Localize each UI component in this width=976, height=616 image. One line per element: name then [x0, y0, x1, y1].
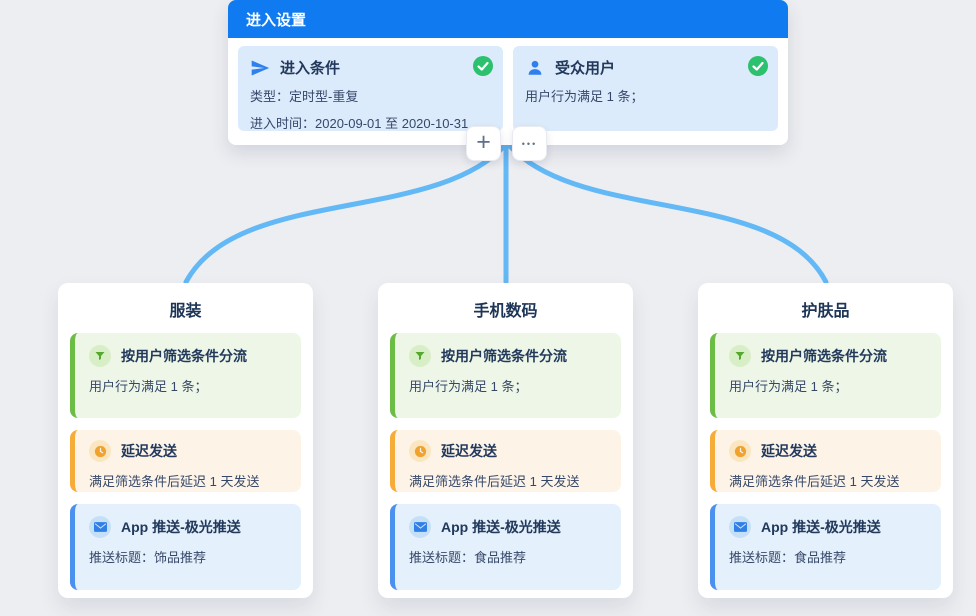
step-title: App 推送-极光推送 [121, 519, 241, 535]
step-app-push[interactable]: App 推送-极光推送 推送标题：食品推荐 [390, 504, 621, 590]
branch-card-skincare[interactable]: 护肤品 按用户筛选条件分流 用户行为满足 1 条； 延迟发送 满 [698, 283, 953, 598]
entry-settings-body: 进入条件 类型：定时型-重复 进入时间：2020-09-01 至 2020-10… [228, 38, 788, 139]
edge-left [183, 141, 509, 285]
add-node-button[interactable]: + [466, 126, 501, 161]
step-filter-split[interactable]: 按用户筛选条件分流 用户行为满足 1 条； [70, 333, 301, 418]
user-icon [525, 58, 545, 78]
step-filter-split[interactable]: 按用户筛选条件分流 用户行为满足 1 条； [390, 333, 621, 418]
step-filter-split[interactable]: 按用户筛选条件分流 用户行为满足 1 条； [710, 333, 941, 418]
step-desc: 满足筛选条件后延迟 1 天发送 [729, 474, 900, 489]
step-title: 延迟发送 [441, 443, 497, 459]
branch-steps: 按用户筛选条件分流 用户行为满足 1 条； 延迟发送 满足筛选条件后延迟 1 天… [710, 333, 941, 590]
branch-title: 手机数码 [473, 303, 538, 320]
edge-right [505, 141, 829, 285]
step-title: 按用户筛选条件分流 [441, 348, 567, 364]
audience-rule: 用户行为满足 1 条； [525, 89, 644, 104]
audience-card[interactable]: 受众用户 用户行为满足 1 条； [513, 46, 778, 131]
node-buttons: + ••• [466, 126, 547, 161]
funnel-icon [409, 345, 431, 367]
entry-condition-type: 类型：定时型-重复 [250, 89, 359, 104]
step-title: 延迟发送 [121, 443, 177, 459]
branch-card-digital[interactable]: 手机数码 按用户筛选条件分流 用户行为满足 1 条； 延迟发送 [378, 283, 633, 598]
step-desc: 推送标题：食品推荐 [729, 550, 847, 565]
step-desc: 满足筛选条件后延迟 1 天发送 [409, 474, 580, 489]
entry-settings-header: 进入设置 [228, 0, 788, 38]
clock-icon [729, 440, 751, 462]
step-desc: 用户行为满足 1 条； [409, 379, 528, 394]
branch-title: 服装 [169, 303, 202, 320]
branch-card-clothing[interactable]: 服装 按用户筛选条件分流 用户行为满足 1 条； 延迟发送 满足 [58, 283, 313, 598]
entry-settings-panel: 进入设置 进入条件 类型：定时型-重复 进入时间：2020-09-01 至 20… [228, 0, 788, 145]
entry-condition-head: 进入条件 [250, 57, 491, 78]
entry-settings-title: 进入设置 [246, 11, 307, 29]
step-desc: 推送标题：饰品推荐 [89, 550, 207, 565]
step-title: App 推送-极光推送 [441, 519, 561, 535]
entry-condition-card[interactable]: 进入条件 类型：定时型-重复 进入时间：2020-09-01 至 2020-10… [238, 46, 503, 131]
paper-plane-icon [250, 58, 270, 78]
step-title: 延迟发送 [761, 443, 817, 459]
entry-condition-time: 进入时间：2020-09-01 至 2020-10-31 [250, 116, 469, 131]
mail-icon [409, 516, 431, 538]
step-delay-send[interactable]: 延迟发送 满足筛选条件后延迟 1 天发送 [390, 430, 621, 492]
step-app-push[interactable]: App 推送-极光推送 推送标题：饰品推荐 [70, 504, 301, 590]
step-title: 按用户筛选条件分流 [761, 348, 887, 364]
branch-steps: 按用户筛选条件分流 用户行为满足 1 条； 延迟发送 满足筛选条件后延迟 1 天… [70, 333, 301, 590]
more-options-button[interactable]: ••• [512, 126, 547, 161]
step-desc: 推送标题：食品推荐 [409, 550, 527, 565]
check-circle-icon [748, 56, 768, 76]
clock-icon [89, 440, 111, 462]
audience-head: 受众用户 [525, 57, 766, 78]
funnel-icon [89, 345, 111, 367]
mail-icon [89, 516, 111, 538]
step-delay-send[interactable]: 延迟发送 满足筛选条件后延迟 1 天发送 [70, 430, 301, 492]
step-title: App 推送-极光推送 [761, 519, 881, 535]
step-desc: 用户行为满足 1 条； [89, 379, 208, 394]
mail-icon [729, 516, 751, 538]
step-app-push[interactable]: App 推送-极光推送 推送标题：食品推荐 [710, 504, 941, 590]
step-delay-send[interactable]: 延迟发送 满足筛选条件后延迟 1 天发送 [710, 430, 941, 492]
clock-icon [409, 440, 431, 462]
check-circle-icon [473, 56, 493, 76]
funnel-icon [729, 345, 751, 367]
branch-steps: 按用户筛选条件分流 用户行为满足 1 条； 延迟发送 满足筛选条件后延迟 1 天… [390, 333, 621, 590]
branch-title: 护肤品 [801, 303, 850, 320]
step-desc: 用户行为满足 1 条； [729, 379, 848, 394]
audience-title: 受众用户 [555, 60, 616, 77]
entry-condition-title: 进入条件 [280, 60, 341, 77]
step-title: 按用户筛选条件分流 [121, 348, 247, 364]
step-desc: 满足筛选条件后延迟 1 天发送 [89, 474, 260, 489]
